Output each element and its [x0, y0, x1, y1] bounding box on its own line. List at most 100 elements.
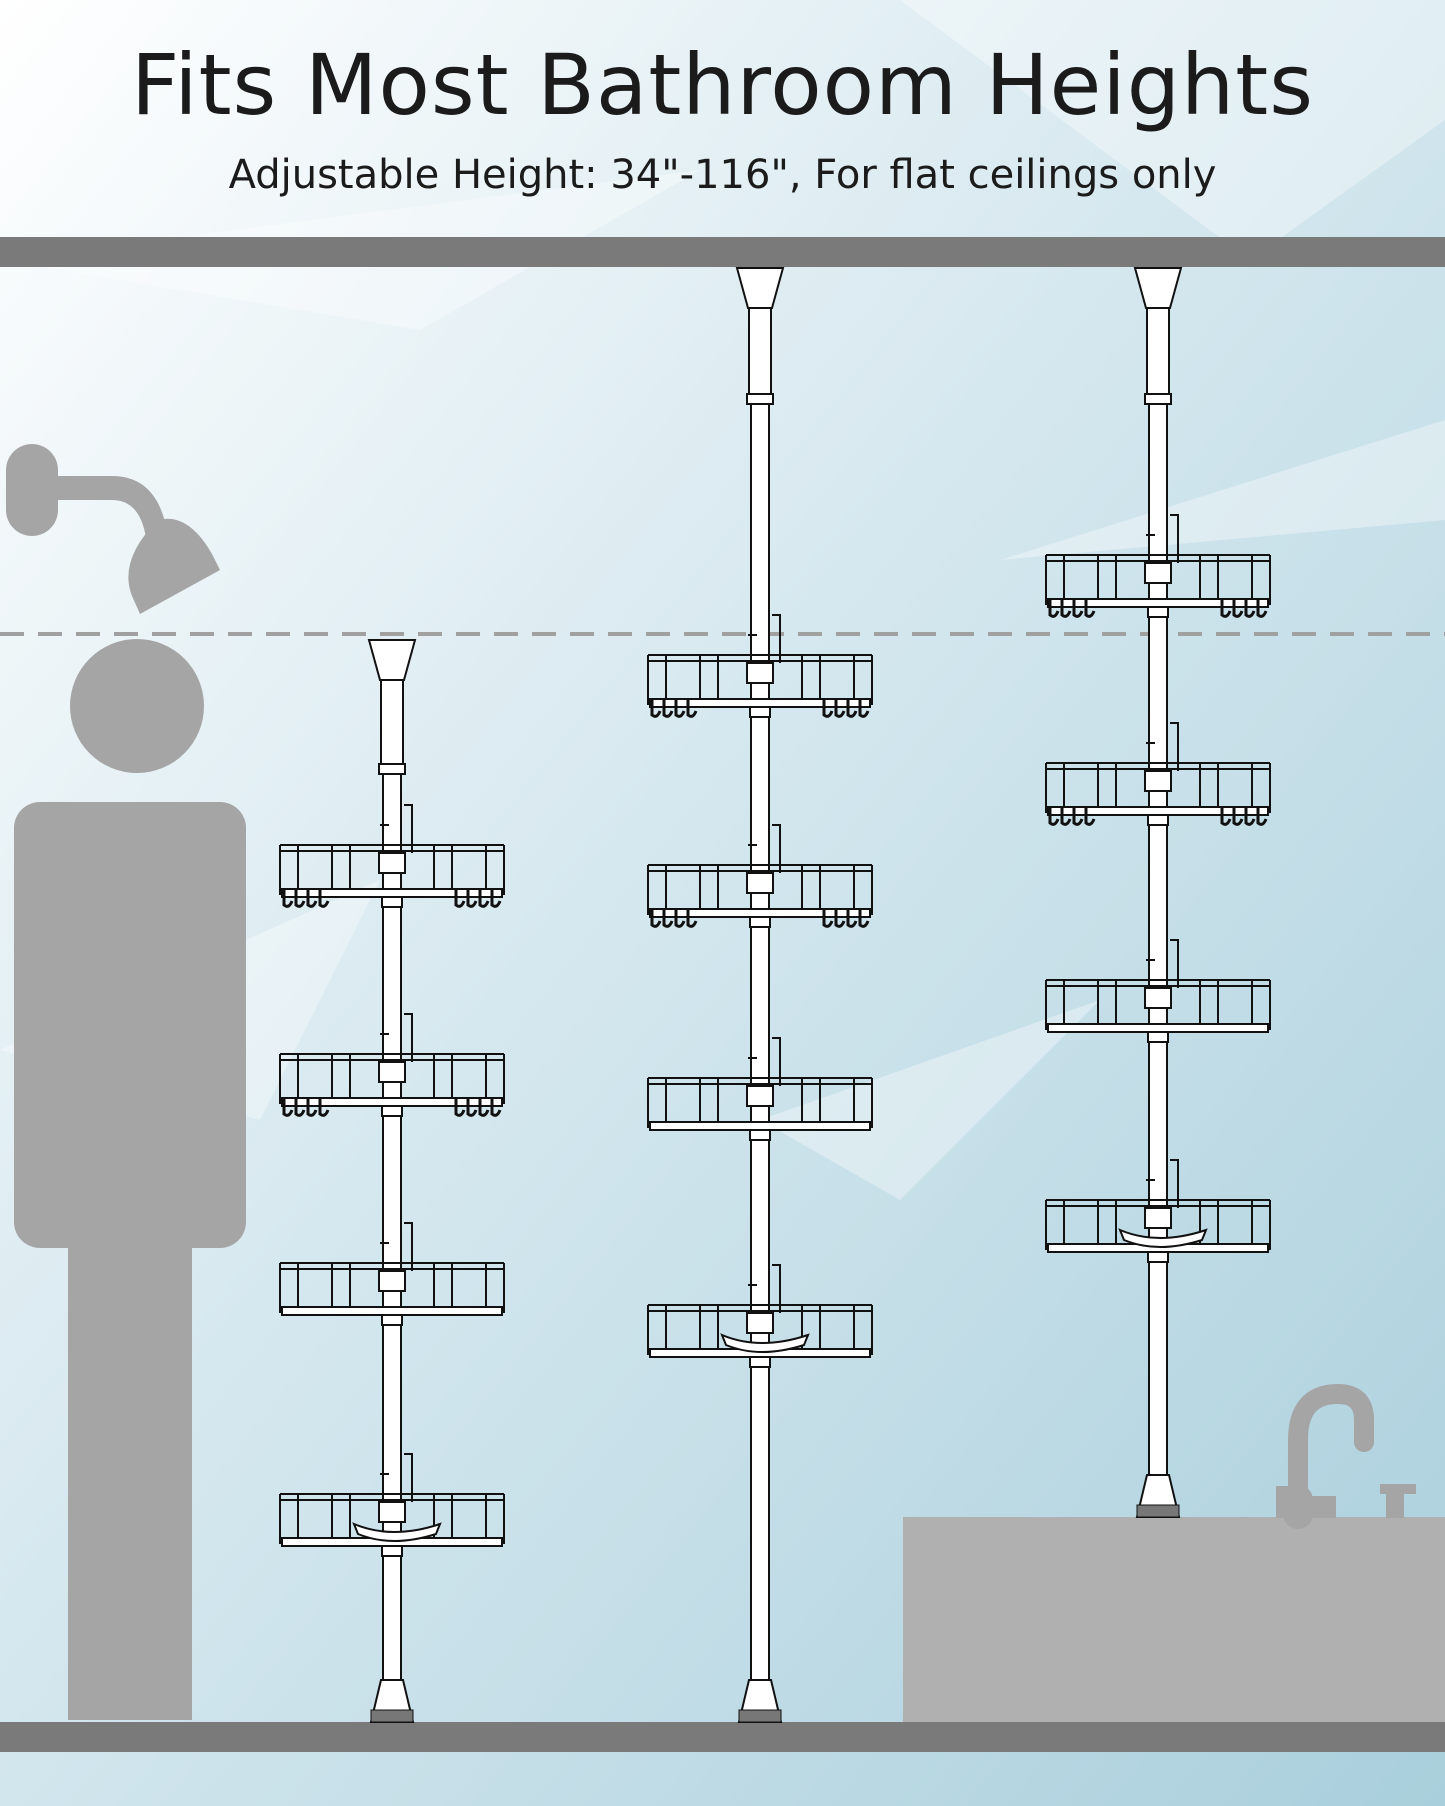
- hook: [1072, 599, 1084, 618]
- hook: [822, 699, 834, 718]
- base-plate: [649, 1121, 871, 1131]
- hook: [846, 909, 858, 928]
- foot-pad: [1136, 1504, 1180, 1518]
- hook: [1244, 599, 1256, 618]
- pole-collar: [1147, 606, 1169, 618]
- hook: [858, 699, 870, 718]
- foot-pad: [738, 1709, 782, 1723]
- hook: [650, 699, 662, 718]
- clamp: [772, 824, 781, 873]
- pole-collar: [1147, 1251, 1169, 1263]
- hook: [686, 909, 698, 928]
- caddy-tier: [647, 1037, 873, 1141]
- hook: [478, 889, 490, 908]
- hook: [1220, 599, 1232, 618]
- hook: [1256, 599, 1268, 618]
- clamp: [1170, 722, 1179, 771]
- clamp: [404, 804, 413, 853]
- clamp: [404, 1222, 413, 1271]
- ceiling-bar: [0, 237, 1445, 267]
- hook: [1072, 807, 1084, 826]
- hook: [846, 699, 858, 718]
- counter: [903, 1517, 1445, 1722]
- hook: [478, 1098, 490, 1117]
- page-title: Fits Most Bathroom Heights: [131, 36, 1314, 134]
- counter-caddy: [1045, 267, 1271, 1518]
- clamp: [1170, 514, 1179, 563]
- hook: [674, 909, 686, 928]
- pole-collar: [381, 1105, 403, 1117]
- hook: [1084, 599, 1096, 618]
- foot-pad: [370, 1709, 414, 1723]
- pole-collar: [746, 872, 774, 894]
- hook: [294, 889, 306, 908]
- caddy-tier: [279, 1453, 505, 1557]
- hook: [650, 909, 662, 928]
- short-caddy: [279, 639, 505, 1723]
- hook: [834, 699, 846, 718]
- hook: [306, 889, 318, 908]
- pole-collar: [1144, 987, 1172, 1009]
- hook: [466, 1098, 478, 1117]
- caddy-tier: [279, 804, 505, 908]
- hook: [282, 1098, 294, 1117]
- hook: [1048, 599, 1060, 618]
- upper-pole: [748, 307, 772, 401]
- upper-pole: [380, 679, 404, 771]
- faucet-base: [1276, 1484, 1416, 1518]
- pole-collar: [746, 1085, 774, 1107]
- hook: [1256, 807, 1268, 826]
- caddy-tier: [279, 1222, 505, 1326]
- hook: [318, 889, 330, 908]
- caddy-tier: [1045, 722, 1271, 826]
- hook: [662, 909, 674, 928]
- hook: [662, 699, 674, 718]
- clamp: [1170, 1159, 1179, 1208]
- hook: [490, 889, 502, 908]
- floor-bar: [0, 1722, 1445, 1752]
- pole-collar: [1147, 1031, 1169, 1043]
- caddy-tier: [647, 824, 873, 928]
- hook: [822, 909, 834, 928]
- upper-pole: [1146, 307, 1170, 401]
- clamp: [772, 1037, 781, 1086]
- base-plate: [1047, 1023, 1269, 1033]
- shower-head-icon: [6, 444, 220, 614]
- hook: [1048, 807, 1060, 826]
- pole-collar: [381, 896, 403, 908]
- hook: [454, 889, 466, 908]
- clamp: [404, 1013, 413, 1062]
- caddies-group: [279, 267, 1271, 1723]
- hook: [306, 1098, 318, 1117]
- pole-collar: [378, 852, 406, 874]
- lower-pole: [750, 403, 770, 1683]
- hook: [294, 1098, 306, 1117]
- pole-collar: [378, 1270, 406, 1292]
- hook: [674, 699, 686, 718]
- pole-collar: [1147, 814, 1169, 826]
- pole-collar: [378, 1061, 406, 1083]
- hook: [858, 909, 870, 928]
- clamp: [772, 614, 781, 663]
- hook: [1060, 599, 1072, 618]
- pole-collar: [749, 706, 771, 718]
- hook: [686, 699, 698, 718]
- hook: [1232, 807, 1244, 826]
- pole-collar: [1144, 770, 1172, 792]
- clamp: [404, 1453, 413, 1502]
- pole-collar: [746, 662, 774, 684]
- hook: [1060, 807, 1072, 826]
- hook: [834, 909, 846, 928]
- pole-collar: [749, 1129, 771, 1141]
- pole-collar: [749, 916, 771, 928]
- pole-joint: [746, 393, 774, 405]
- hook: [1232, 599, 1244, 618]
- hook: [1244, 807, 1256, 826]
- page-subtitle: Adjustable Height: 34"-116", For flat ce…: [228, 152, 1217, 198]
- hook: [466, 889, 478, 908]
- tall-caddy: [647, 267, 873, 1723]
- clamp: [1170, 939, 1179, 988]
- caddy-tier: [647, 1264, 873, 1368]
- pole-collar: [1144, 1207, 1172, 1229]
- caddy-tier: [1045, 939, 1271, 1043]
